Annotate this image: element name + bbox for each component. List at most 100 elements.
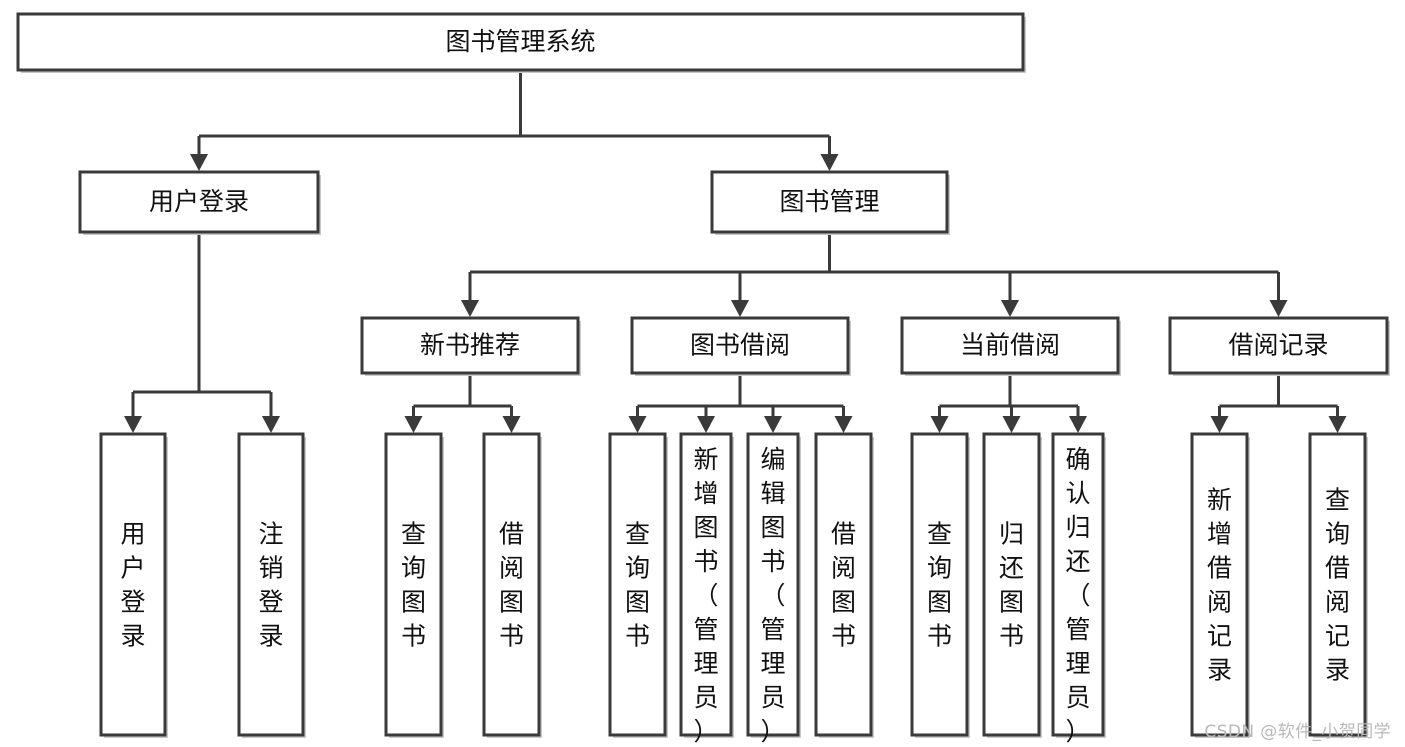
node-label-char: 图 — [831, 588, 856, 617]
node-label-char: 借 — [831, 520, 856, 549]
node-book-borrow[interactable]: 图书借阅 — [630, 316, 851, 376]
arrow-head-icon — [1069, 416, 1087, 433]
node-label-char: 管 — [1065, 615, 1090, 644]
node-root[interactable]: 图书管理系统 — [16, 12, 1026, 73]
arrow-head-icon — [1269, 300, 1288, 317]
arrow-head-icon — [820, 154, 839, 171]
arrow-head-icon — [461, 300, 479, 317]
node-label-char: 书 — [999, 622, 1024, 651]
arrow-head-icon — [628, 416, 647, 433]
node-label-char: 查 — [625, 520, 650, 549]
node-label-char: 书 — [401, 622, 426, 651]
node-box[interactable] — [1051, 432, 1105, 737]
node-label-char: 阅 — [499, 554, 524, 583]
node-label-char: 确 — [1065, 445, 1090, 474]
arrow-head-icon — [262, 416, 280, 433]
node-label-char: 阅 — [1325, 588, 1350, 617]
node-box[interactable] — [814, 432, 873, 737]
node-label-char: 登 — [120, 588, 145, 617]
node-box[interactable] — [710, 170, 949, 234]
node-leaf-user-login[interactable]: 用户登录 — [99, 432, 168, 738]
node-label-char: 借 — [499, 520, 524, 549]
node-label-char: （ — [693, 581, 718, 610]
node-label-char: 管 — [760, 615, 785, 644]
node-label-char: 记 — [1325, 622, 1350, 651]
node-label-char: 辑 — [760, 479, 785, 508]
node-label-char: 注 — [258, 520, 283, 549]
node-label-char: 编 — [760, 445, 785, 474]
node-label-char: 新 — [1207, 486, 1232, 515]
node-box[interactable] — [99, 432, 167, 737]
node-label-char: 登 — [258, 588, 283, 617]
node-box[interactable] — [16, 12, 1025, 72]
node-box[interactable] — [746, 432, 800, 737]
node-label-char: 还 — [1065, 547, 1090, 576]
node-label-char: 书 — [760, 547, 785, 576]
node-box[interactable] — [630, 316, 850, 375]
arrow-head-icon — [404, 416, 423, 433]
arrow-head-icon — [930, 416, 949, 433]
node-book-management[interactable]: 图书管理 — [710, 170, 950, 235]
node-box[interactable] — [900, 316, 1120, 375]
node-label-char: 录 — [258, 622, 283, 651]
node-label-char: 图 — [693, 513, 718, 542]
arrow-head-icon — [124, 416, 142, 433]
node-label-char: 书 — [693, 547, 718, 576]
node-label-char: （ — [1065, 581, 1090, 610]
node-label-char: 查 — [1325, 486, 1350, 515]
node-box[interactable] — [982, 432, 1041, 737]
arrow-head-icon — [190, 154, 208, 171]
node-label-char: ） — [760, 717, 785, 746]
node-box[interactable] — [910, 432, 969, 737]
node-box[interactable] — [608, 432, 667, 737]
node-label: 图书管理系统 — [445, 27, 595, 56]
arrow-head-icon — [697, 416, 715, 433]
node-label-char: 销 — [258, 554, 283, 583]
node-box[interactable] — [384, 432, 443, 737]
node-label-char: ） — [1065, 717, 1090, 746]
arrow-head-icon — [834, 416, 853, 433]
node-label-char: 图 — [760, 513, 785, 542]
node-box[interactable] — [1168, 316, 1389, 375]
node-box[interactable] — [679, 432, 733, 737]
node-label-char: 查 — [927, 520, 952, 549]
node-label: 借阅记录 — [1228, 331, 1328, 360]
node-label-char: 归 — [1065, 513, 1090, 542]
node-current-borrow[interactable]: 当前借阅 — [900, 316, 1121, 376]
node-label-char: 图 — [999, 588, 1024, 617]
node-label-char: 员 — [693, 683, 718, 712]
node-new-book-recommend[interactable]: 新书推荐 — [360, 316, 581, 376]
node-label-char: ） — [693, 717, 718, 746]
node-box[interactable] — [482, 432, 541, 737]
node-user-login[interactable]: 用户登录 — [78, 170, 321, 235]
node-label-char: 书 — [499, 622, 524, 651]
node-label-char: 图 — [927, 588, 952, 617]
node-box[interactable] — [237, 432, 305, 737]
arrow-head-icon — [764, 416, 782, 433]
node-borrow-record[interactable]: 借阅记录 — [1168, 316, 1390, 376]
node-box[interactable] — [1190, 432, 1249, 737]
node-box[interactable] — [360, 316, 580, 375]
arrow-head-icon — [1001, 300, 1019, 317]
arrow-head-icon — [1002, 416, 1021, 433]
connector-layer — [124, 70, 1347, 433]
node-label-char: 书 — [831, 622, 856, 651]
node-box[interactable] — [78, 170, 320, 234]
node-label-char: 管 — [693, 615, 718, 644]
node-box[interactable] — [1308, 432, 1367, 737]
node-label: 图书管理 — [779, 187, 879, 216]
node-label-char: 理 — [1065, 649, 1090, 678]
